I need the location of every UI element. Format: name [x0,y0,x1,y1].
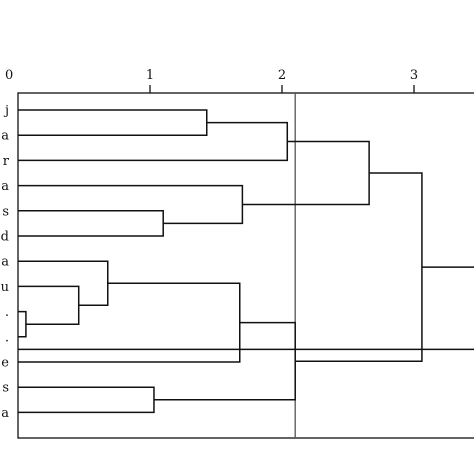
merge-link-11 [295,172,423,362]
leaf-label-10: e [1,356,9,371]
merge-link-12 [18,266,474,351]
merge-link-3 [18,184,244,225]
plot-frame-rect [17,92,474,439]
leaf-label-2: r [3,154,10,169]
x-tick-label-3: 3 [410,68,418,83]
leaf-label-5: d [1,230,9,245]
leaf-label-3: a [1,179,9,194]
merge-link-8 [18,282,241,363]
dendrogram-links [18,109,474,414]
plot-frame [17,92,474,439]
merge-link-6 [18,285,80,325]
leaf-label-12: a [1,406,9,421]
merge-link-1 [18,121,289,162]
x-tick-label-0: 0 [5,68,13,83]
merge-link-9 [18,386,155,414]
x-tick-label-1: 1 [146,68,154,83]
merge-link-0 [18,109,208,136]
leaf-label-9: . [5,330,9,345]
leaf-label-1: a [1,129,9,144]
leaf-label-7: u [1,280,9,295]
merge-link-7 [18,260,109,307]
leaf-label-4: s [2,204,9,219]
merge-link-2 [18,210,164,237]
leaf-label-8: . [5,305,9,320]
x-tick-label-2: 2 [278,68,286,83]
merge-link-5 [18,310,27,338]
merge-link-4 [242,140,370,206]
leaf-label-0: j [3,104,9,119]
merge-link-10 [153,321,296,401]
leaf-label-11: s [2,381,9,396]
top-axis: 0 1 2 3 [5,68,418,93]
leaf-label-6: a [1,255,9,270]
